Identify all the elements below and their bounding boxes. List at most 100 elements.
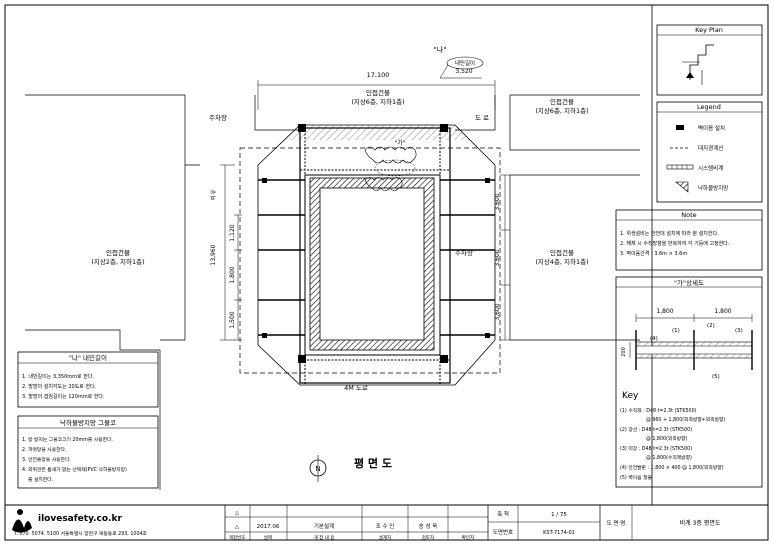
building-top-mid: 인접건물 [366,88,390,97]
row-label-rev: 개정번호 [229,534,246,541]
notes-box: Note 1. 위생설비는 안전대 설치에 따라 분 설치한다. 2. 해체 시… [615,209,763,271]
road-bottom: 4M 도로 [344,384,368,392]
key-item-8: (5) 벽이음 철물 [620,474,652,481]
detail-dim-vertical: 200 [621,347,627,357]
callout-1: (1) [672,328,680,334]
row-label-designer: 설계자 [379,534,392,541]
callout-4: (4) [650,336,658,342]
dim-left-seg2: 1,800 [229,266,236,283]
na-item-3: 3. 방망의 겹침길이는 120mm로 한다. [22,393,105,400]
note-1: 1. 위생설비는 안전대 설치에 따라 분 설치한다. [620,230,719,237]
key-item-7: (4) 안전발판 : 1,800 × 400 @ 1,800(외측방향) [620,464,724,471]
dim-left-seg1: 1,500 [229,311,236,328]
detail-dim-left: 1,800 [656,308,673,315]
row-label-checker: 검토자 [422,534,435,541]
legend-item-2: 대지경계선 [698,144,723,152]
na-mark: "나" [434,45,447,54]
building-right: 인접건물 [550,248,574,257]
designer-name: 조 수 인 [376,523,395,530]
dim-right-seg2: 3,600 [494,249,501,266]
fall-net-icon [675,181,689,193]
na-detail-label: 내민길이 [455,59,475,67]
na-box: "나" 내민길이 1. 내민길이는 3,350mm로 한다. 2. 방망의 설치… [17,351,159,408]
north-arrow-icon: N [315,465,320,473]
system-scaffold-icon [666,164,694,170]
dim-naemin-gap: 3,520 [455,68,472,75]
company-logo [12,509,32,533]
building-top-mid-sub: (지상6층, 지하1층) [351,97,404,106]
key-item-5: (3) 띠장 : D48 t=2.3t (STK500) [620,445,692,452]
na-item-1: 1. 내민길이는 3,350mm로 한다. [22,373,94,380]
title-block [5,504,768,540]
na-box-title: "나" 내민길이 [69,353,107,362]
callout-3: (3) [735,328,743,334]
company-contact: T. 070. 5074. 5100 서울특별시 양천구 목동동로 293, 1… [13,530,148,537]
fall-net-item-5: 를 설치한다. [28,476,53,483]
rev-date: 2017.06 [257,524,280,530]
callout-2: (2) [707,323,715,329]
road-top: 도 로 [475,114,489,122]
fall-net-item-4: 4. 외위관은 틈새가 없는 선택재(PVC 낙하물방지망) [22,466,127,473]
rev-symbol-2: △ [235,524,240,530]
building-top-right-sub: (지상6층, 지하1층) [535,106,588,115]
note-2: 2. 해체 시 수직방향을 반복하여 각 기둥에 고정한다. [620,240,730,247]
rev-symbol-1: △ [235,510,240,516]
legend: Legend 벽이음 설치 대지경계선 시스템비계 낙하물방지망 [656,101,763,203]
fall-net-box-title: 낙하물방지망 그물코 [60,418,116,427]
legend-item-4: 낙하물방지망 [698,184,728,192]
drawing-name-label: 도 면 명 [607,519,626,527]
row-label-content: 개 정 내 용 [314,534,335,541]
scale-label: 축 척 [497,510,509,518]
detail-dim-right: 1,800 [714,308,731,315]
parking-top: 주차장 [209,113,227,122]
detail-ga-title: "가"상세도 [674,278,704,287]
fall-net-item-2: 2. 파렛망을 사용한다. [22,446,66,453]
key-item-1: (1) 수직재 : D48 t=2.3t (STK500) [620,407,697,414]
callout-5: (5) [712,374,720,380]
dim-depth-label: 여 유 [210,189,217,200]
detail-ga: "가"상세도 1,800 1,800 200 (4) (1) (2) (3) (… [615,276,763,488]
dim-top-total: 17,100 [367,71,390,79]
drawing-title: 평 면 도 [354,456,392,470]
steel-pipe-icon [676,125,684,130]
sheet-border [4,4,769,541]
floor-plan [25,56,640,490]
row-label-approver: 확인자 [462,534,475,541]
ga-mark: "가" [394,139,405,147]
na-item-2: 2. 방망의 설치각도는 20도로 한다. [22,383,97,390]
building-left: 인접건물 [106,248,130,257]
row-label-date: 날짜 [264,534,272,541]
dim-left-seg3: 1,120 [229,224,236,241]
notes-title: Note [681,211,696,219]
key-item-4: @ 1,800(외측방향) [646,435,688,442]
rev-content: 기본설계 [314,522,334,530]
dim-right-seg3: 3,600 [494,303,501,320]
key-item-3: (2) 장선 : D48 t=2.3t (STK500) [620,426,692,433]
key-plan: Key Plan [656,24,763,96]
fall-net-box: 낙하물방지망 그물코 1. 망 방지는 그물코크기 20mm를 사용한다. 2.… [17,415,159,489]
legend-title: Legend [697,103,721,111]
fall-net-item-1: 1. 망 방지는 그물코크기 20mm를 사용한다. [22,436,113,443]
building-top-right: 인접건물 [550,97,574,106]
key-plan-title: Key Plan [695,26,723,34]
note-3: 3. 벽이음간격 : 3.6m × 3.6m [620,250,687,257]
drawing-name: 비계 3층 평면도 [680,519,721,527]
key-plan-stair-icon [689,44,714,80]
legend-item-1: 벽이음 설치 [698,124,725,132]
dim-right-seg1: 3,600 [494,193,501,210]
dim-left-total: 13,960 [210,244,217,265]
checker-name: 송 성 욱 [419,522,438,530]
key-title: Key [622,391,639,401]
fall-net-item-3: 3. 안전줄망을 사용한다. [22,456,71,463]
parking-right: 주차장 [455,248,473,257]
building-right-sub: (지상4층, 지하1층) [535,257,588,266]
scale-value: 1 / 75 [551,512,567,518]
building-left-sub: (지상2층, 지하1층) [91,257,144,266]
key-item-2: @ 960 + 1,800(외측방향+외측방향) [646,416,725,423]
drawing-no-label: 도면번호 [493,528,513,536]
drawing-no: KST-7174-01 [543,530,575,536]
key-item-6: @ 1,800(수직제방향) [646,454,692,461]
logo-text: ilovesafety.co.kr [38,514,122,524]
legend-item-3: 시스템비계 [698,164,723,172]
